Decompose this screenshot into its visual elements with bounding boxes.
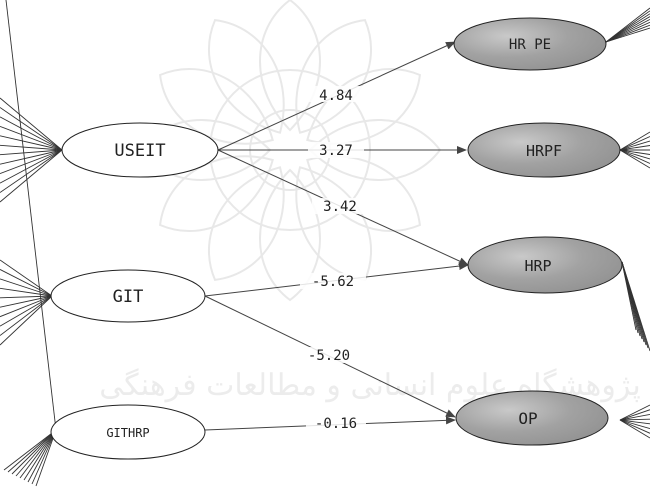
coef-githrp-op: -0.16 bbox=[315, 416, 357, 432]
node-hrp: HRP bbox=[467, 236, 623, 294]
node-op: OP bbox=[455, 390, 609, 446]
node-useit: USEIT bbox=[61, 122, 219, 178]
coef-git-hrp: -5.62 bbox=[312, 274, 354, 290]
node-hrpf-label: HRPF bbox=[526, 142, 562, 160]
path-coefficients: 4.84 3.27 3.42 -5.62 -5.20 -0.16 bbox=[296, 86, 368, 432]
coef-git-op: -5.20 bbox=[308, 348, 350, 364]
node-git-label: GIT bbox=[113, 287, 144, 307]
coef-useit-hrpf: 3.27 bbox=[319, 143, 353, 159]
node-hrpe: HR PE bbox=[453, 17, 607, 71]
node-git: GIT bbox=[50, 269, 206, 323]
node-hrp-label: HRP bbox=[524, 257, 551, 275]
node-hrpf: HRPF bbox=[467, 122, 621, 178]
node-githrp-label: GITHRP bbox=[106, 426, 149, 440]
node-hrpe-label: HR PE bbox=[509, 37, 551, 53]
node-githrp: GITHRP bbox=[50, 404, 206, 460]
node-useit-label: USEIT bbox=[114, 141, 165, 161]
node-op-label: OP bbox=[518, 409, 537, 428]
coef-useit-hrp: 3.42 bbox=[323, 199, 357, 215]
coef-useit-hrpe: 4.84 bbox=[319, 88, 353, 104]
latent-nodes: USEIT GIT GITHRP HR PE HRPF HRP OP bbox=[50, 17, 623, 460]
